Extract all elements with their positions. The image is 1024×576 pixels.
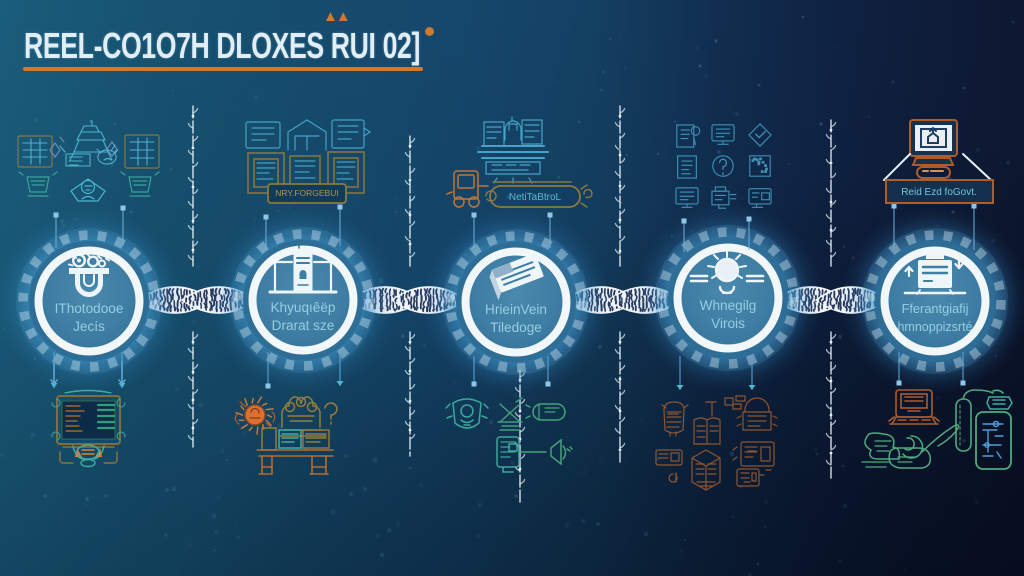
svg-text:Khyuqıêëp: Khyuqıêëp: [270, 300, 335, 315]
svg-text:Jecís: Jecís: [73, 319, 105, 334]
svg-text:Virois: Virois: [711, 316, 745, 331]
svg-text:IThotodooe: IThotodooe: [55, 301, 124, 316]
svg-text:HrieinVein: HrieinVein: [485, 302, 547, 317]
svg-text:hmnoppizsrté: hmnoppizsrté: [897, 320, 972, 334]
svg-text:Reid Ezd foGovt.: Reid Ezd foGovt.: [901, 187, 977, 198]
svg-text:Fferantgiafij: Fferantgiafij: [902, 301, 969, 316]
svg-text:NRY.FORGEBUI: NRY.FORGEBUI: [275, 188, 338, 198]
svg-text:Tiledoge: Tiledoge: [490, 320, 542, 335]
svg-text:Drarat sze: Drarat sze: [272, 318, 335, 333]
svg-text:NetiTaBtroL: NetiTaBtroL: [509, 192, 562, 203]
svg-text:Whnegilg: Whnegilg: [700, 298, 757, 313]
